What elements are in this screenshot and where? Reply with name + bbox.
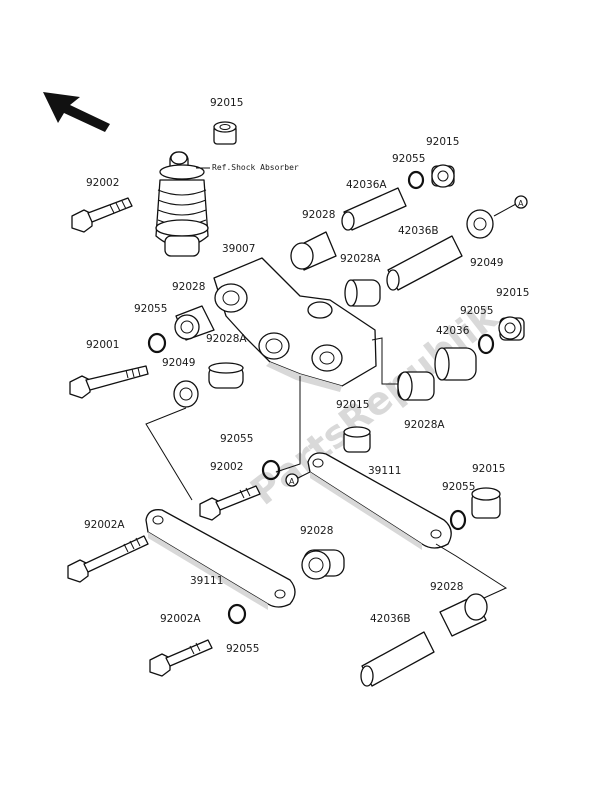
sleeve-42036 — [434, 347, 477, 381]
label-92015-center: 92015 — [336, 399, 369, 411]
collar-92015-center — [343, 426, 371, 453]
collar-92015-top-right — [431, 164, 455, 188]
bushing-92028-top — [290, 231, 337, 271]
tie-rod-39111-right — [307, 452, 452, 550]
label-92002A-lower: 92002A — [160, 613, 201, 625]
leader-line-rocker-right — [371, 337, 398, 385]
label-42036A: 42036A — [346, 179, 387, 191]
collar-92049-left — [173, 380, 199, 408]
label-92055-left: 92055 — [134, 303, 167, 315]
o-ring-92055-bottom — [227, 603, 247, 625]
label-92049-left: 92049 — [162, 357, 195, 369]
label-39111-left: 39111 — [190, 575, 223, 587]
leader-line-right — [435, 543, 508, 599]
label-92028-bottom-right: 92028 — [430, 581, 463, 593]
bolt-92002-top — [71, 197, 133, 233]
label-92055-bottom: 92055 — [226, 643, 259, 655]
label-92015-top: 92015 — [210, 97, 243, 109]
label-92028-lower: 92028 — [300, 525, 333, 537]
bushing-92028A-right — [397, 371, 435, 401]
bushing-92028-left — [174, 305, 215, 341]
label-92015-top-right: 92015 — [426, 136, 459, 148]
bushing-92028-lower — [301, 549, 345, 580]
label-92028A-top: 92028A — [340, 253, 381, 265]
reference-marker-a-top — [514, 195, 528, 209]
label-92055-top-right: 92055 — [392, 153, 425, 165]
label-92028-top: 92028 — [302, 209, 335, 221]
collar-92015-right-lower — [471, 487, 501, 519]
rocker-arm-39007 — [213, 257, 377, 392]
label-39007: 39007 — [222, 243, 255, 255]
collar-92015-right-mid — [498, 316, 525, 341]
bolt-92001 — [69, 365, 149, 399]
label-92028A-right: 92028A — [404, 419, 445, 431]
o-ring-92055-right-lower — [449, 509, 467, 531]
leader-line-left — [145, 407, 193, 501]
bushing-92028A-top — [344, 279, 381, 307]
o-ring-92055-right-mid — [477, 333, 495, 355]
label-42036B-bottom: 42036B — [370, 613, 411, 625]
bushing-92028-bottom-right — [439, 593, 488, 637]
label-92055-right-mid: 92055 — [460, 305, 493, 317]
tie-rod-39111-left — [145, 509, 296, 610]
label-39111-right: 39111 — [368, 465, 401, 477]
bolt-92002A-lower — [149, 639, 213, 677]
direction-arrow-icon — [43, 92, 110, 132]
label-marker-a-top: A — [518, 199, 524, 208]
o-ring-92055-top-right — [407, 170, 425, 190]
label-92055-mid: 92055 — [220, 433, 253, 445]
sleeve-42036B-bottom — [360, 631, 435, 687]
label-ref-shock-absorber: Ref.Shock Absorber — [212, 163, 299, 172]
label-92001: 92001 — [86, 339, 119, 351]
label-marker-a-mid: A — [289, 477, 295, 486]
sleeve-42036B-top — [386, 235, 463, 291]
label-92049-right: 92049 — [470, 257, 503, 269]
shock-absorber — [155, 151, 210, 257]
label-42036: 42036 — [436, 325, 470, 337]
label-92028A-left: 92028A — [206, 333, 247, 345]
label-92002-top: 92002 — [86, 177, 119, 189]
label-92002A-upper: 92002A — [84, 519, 125, 531]
label-92015-right-lower: 92015 — [472, 463, 505, 475]
o-ring-92055-mid — [261, 459, 281, 481]
label-92028-left: 92028 — [172, 281, 205, 293]
label-92002-mid: 92002 — [210, 461, 243, 473]
label-92015-right-mid: 92015 — [496, 287, 529, 299]
label-42036B-top: 42036B — [398, 225, 439, 237]
collar-92015-top — [213, 121, 237, 145]
collar-92049-right — [466, 203, 517, 239]
label-92055-right-lower: 92055 — [442, 481, 475, 493]
sleeve-42036A — [341, 187, 407, 231]
bolt-92002-mid — [199, 485, 261, 521]
bushing-92028A-left — [208, 362, 244, 389]
reference-marker-a-mid — [285, 473, 299, 487]
o-ring-92055-left — [147, 332, 167, 354]
bolt-92002A-upper — [67, 535, 149, 583]
leader-line-rocker-lower — [275, 376, 301, 473]
